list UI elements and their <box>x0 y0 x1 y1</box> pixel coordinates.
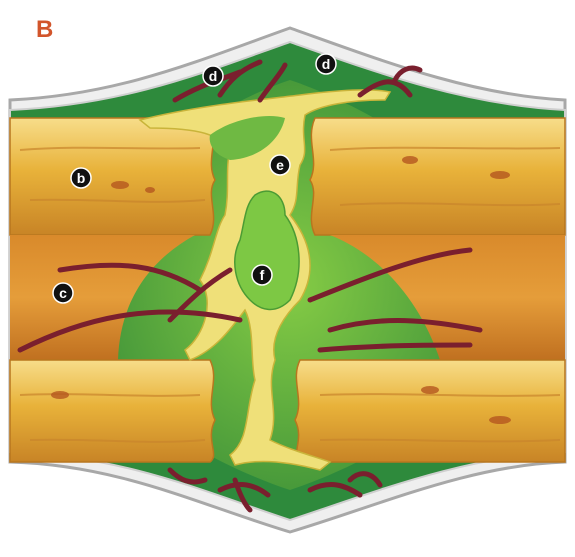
label-b: b <box>71 168 91 188</box>
label-e: e <box>270 155 290 175</box>
label-e-text: e <box>276 157 284 173</box>
label-f-text: f <box>260 267 265 283</box>
label-b-text: b <box>77 170 86 186</box>
bone-lower-left <box>10 360 215 462</box>
bone-upper-right <box>310 118 565 235</box>
label-d-right-text: d <box>322 56 331 72</box>
bone-upper-left <box>10 118 215 235</box>
label-c-text: c <box>59 285 67 301</box>
bone-lower-right <box>295 360 565 462</box>
label-d-right: d <box>316 54 336 74</box>
label-d-left-text: d <box>209 68 218 84</box>
label-d-left: d <box>203 66 223 86</box>
panel-letter: B <box>36 16 53 44</box>
label-c: c <box>53 283 73 303</box>
label-f: f <box>252 265 272 285</box>
